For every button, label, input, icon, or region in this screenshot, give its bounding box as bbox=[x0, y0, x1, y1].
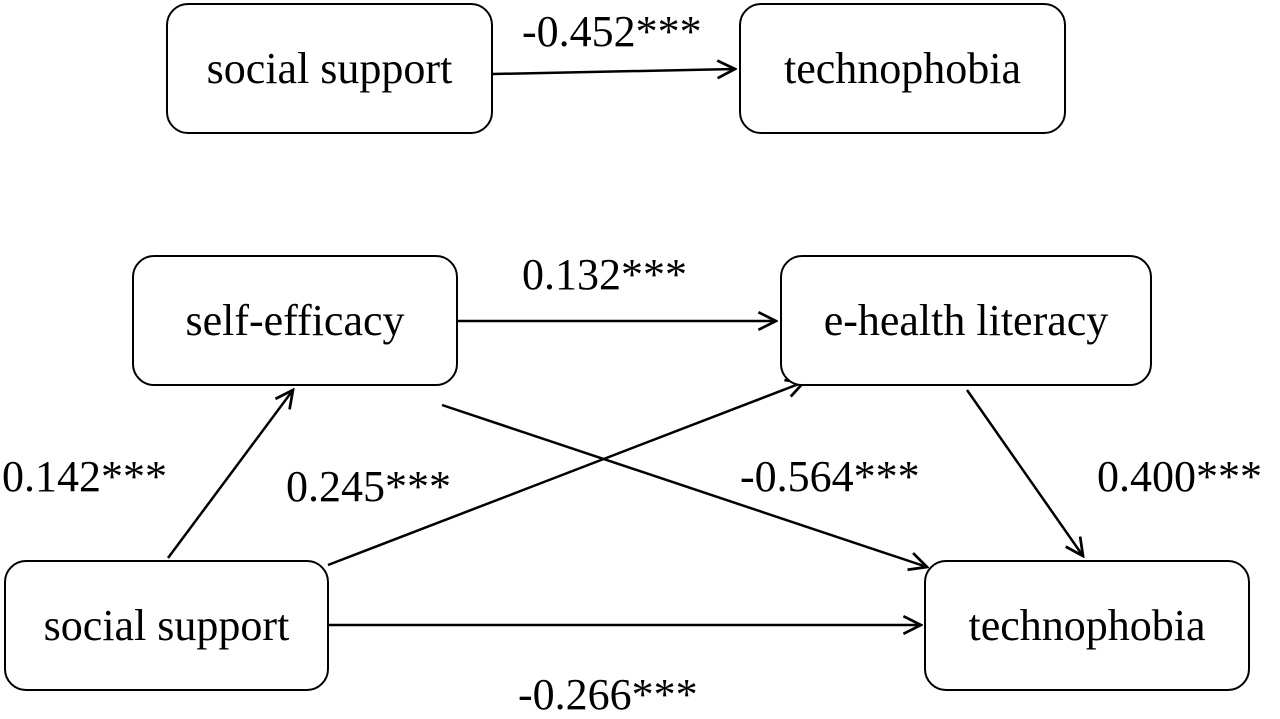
arrow-social-support-to-e-health-literacy bbox=[327, 382, 804, 567]
arrow-e-health-literacy-to-technophobia bbox=[965, 389, 1083, 556]
coef-self-efficacy-to-e-health-literacy: 0.132*** bbox=[522, 250, 687, 299]
social-support-box: social support bbox=[4, 560, 329, 691]
top-social-support-box: social support bbox=[166, 3, 493, 134]
technophobia-label: technophobia bbox=[968, 601, 1206, 650]
self-efficacy-label: self-efficacy bbox=[185, 296, 405, 345]
top-social-support-label: social support bbox=[206, 44, 453, 93]
coef-e-health-literacy-to-technophobia: 0.400*** bbox=[1097, 452, 1262, 501]
e-health-literacy-box: e-health literacy bbox=[780, 255, 1152, 386]
self-efficacy-box: self-efficacy bbox=[132, 255, 458, 386]
coef-self-efficacy-to-technophobia: -0.564*** bbox=[740, 452, 920, 501]
technophobia-box: technophobia bbox=[924, 560, 1250, 691]
arrow-social-support-to-self-efficacy bbox=[166, 390, 293, 559]
coef-social-support-to-e-health-literacy: 0.245*** bbox=[286, 462, 451, 511]
arrow-top-social-support-to-technophobia bbox=[492, 69, 735, 74]
social-support-label: social support bbox=[43, 601, 290, 650]
top-technophobia-label: technophobia bbox=[783, 44, 1022, 93]
e-health-literacy-label: e-health literacy bbox=[823, 296, 1109, 345]
coef-social-support-to-technophobia-direct: -0.266*** bbox=[518, 670, 698, 719]
coef-top-total-effect: -0.452*** bbox=[522, 7, 702, 56]
top-technophobia-box: technophobia bbox=[739, 3, 1066, 134]
coef-social-support-to-self-efficacy: 0.142*** bbox=[2, 452, 167, 501]
arrow-self-efficacy-to-technophobia bbox=[441, 403, 927, 567]
